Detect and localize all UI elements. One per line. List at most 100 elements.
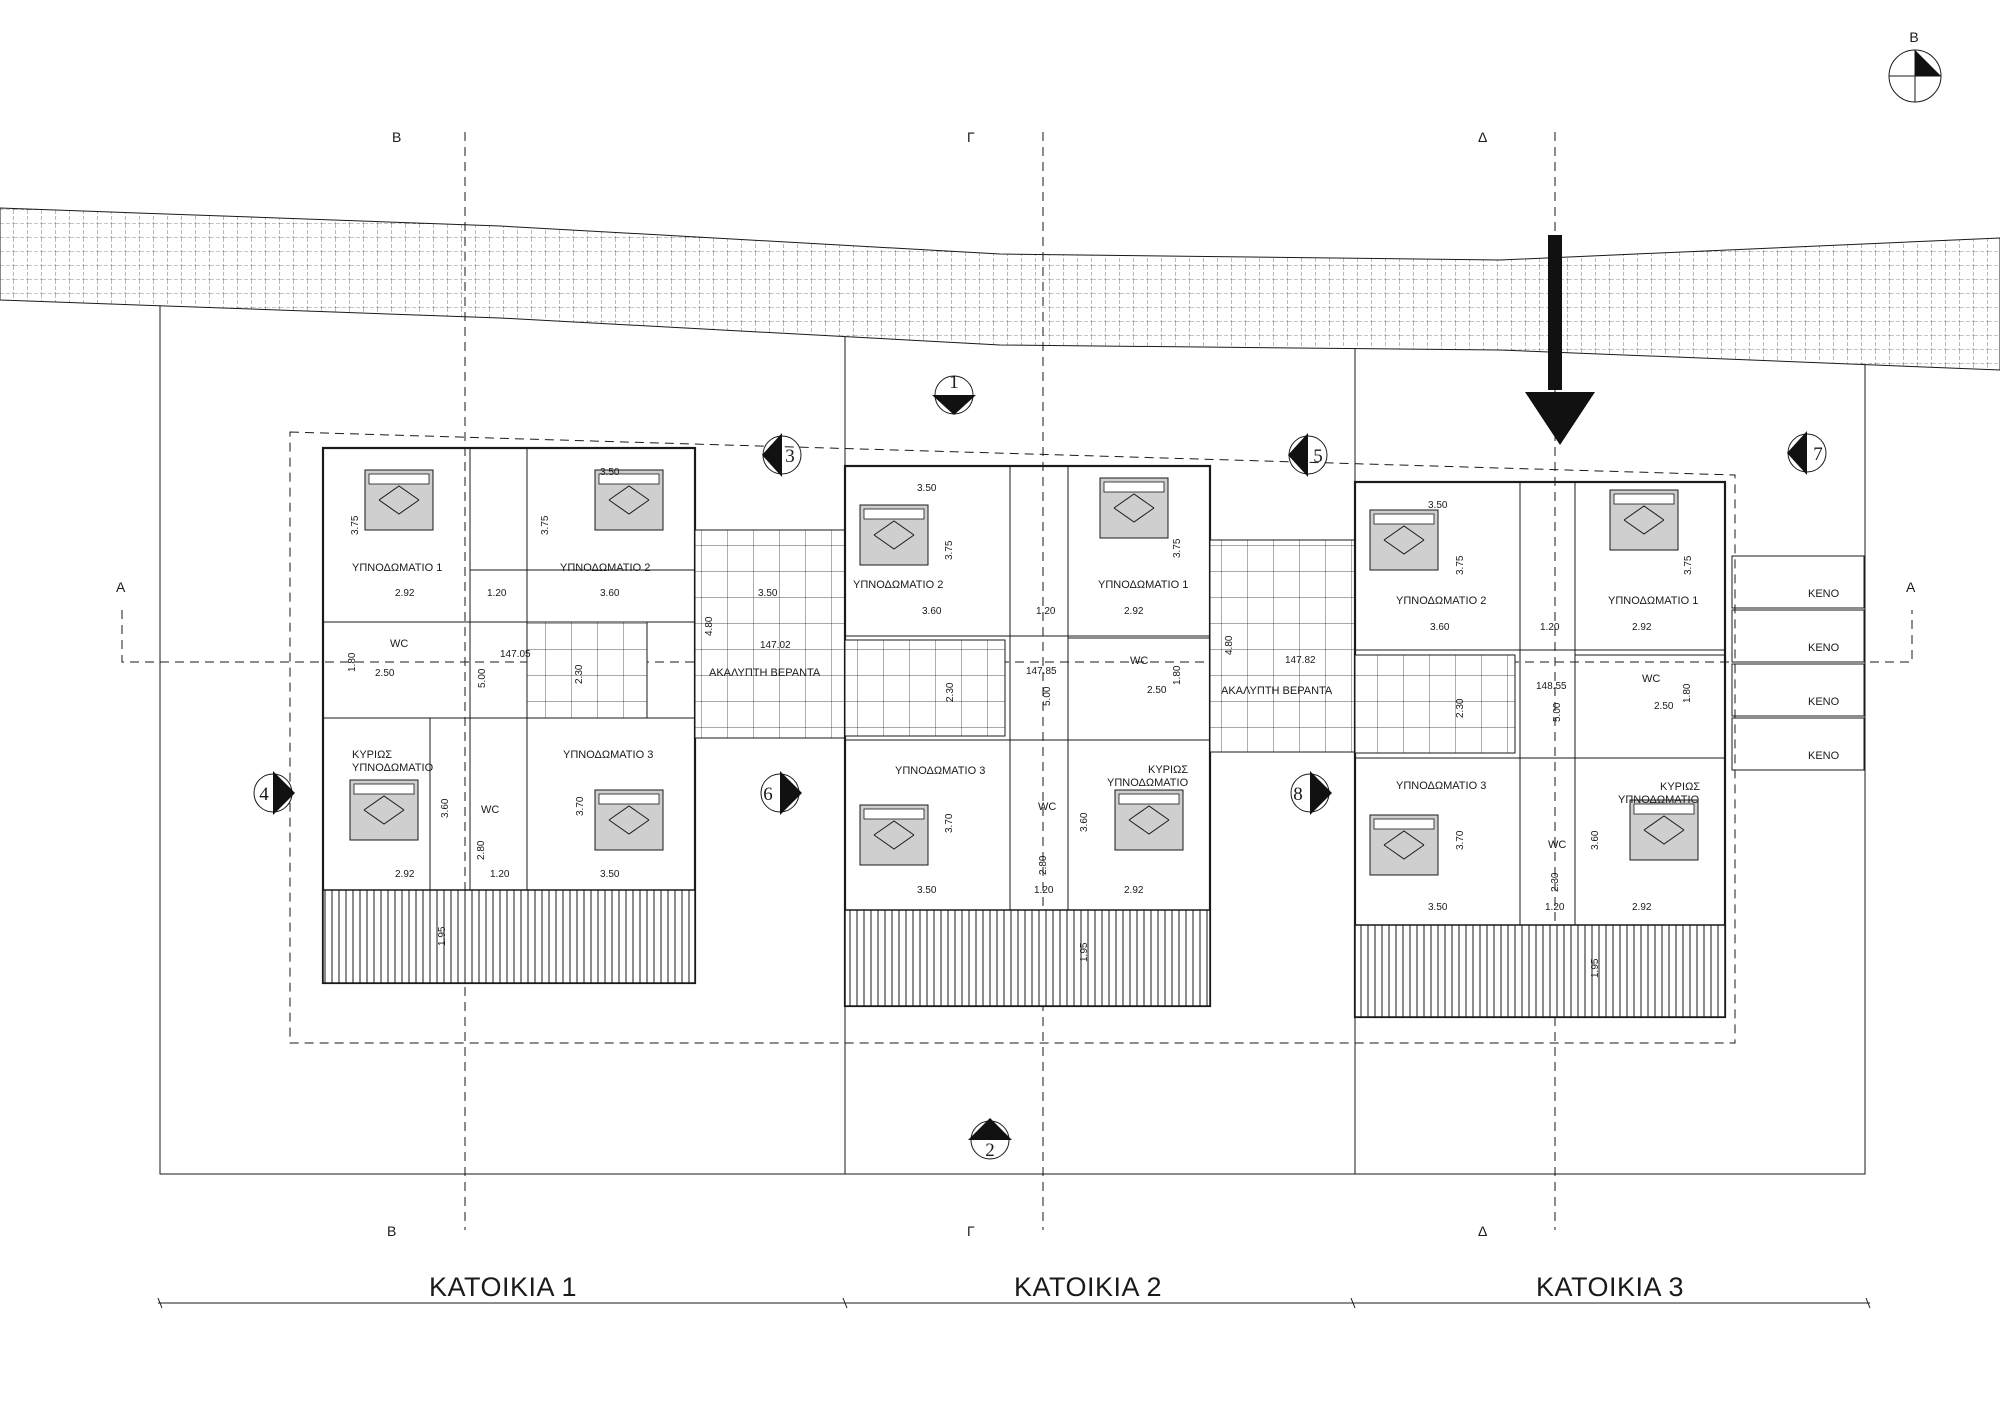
svg-text:2: 2 <box>985 1140 995 1161</box>
unit-3-dim-garden: 1.95 <box>1590 958 1601 978</box>
unit-3-dim-b3-height: 3.70 <box>1455 830 1466 850</box>
unit-3-bedroom-1: ΥΠΝΟΔΩΜΑΤΙΟ 1 <box>1608 595 1698 607</box>
section-label-a-right: Α <box>1906 579 1916 595</box>
unit-1-dim-b3-height: 3.70 <box>575 796 586 816</box>
unit-1-dim-veranda-depth: 4.80 <box>704 616 715 636</box>
unit-3-plan <box>1353 480 1865 1019</box>
unit-2-dim-master-height: 3.60 <box>1079 812 1090 832</box>
unit-1-dim-corridor: 1.20 <box>487 588 507 599</box>
unit-1-title: ΚΑΤΟΙΚΙΑ 1 <box>429 1272 577 1302</box>
elevation-marker-7: 7 <box>1787 431 1827 475</box>
section-label-d-bottom: Δ <box>1478 1223 1487 1239</box>
unit-2-dim-garden: 1.95 <box>1079 942 1090 962</box>
svg-text:1: 1 <box>949 372 959 393</box>
unit-3-void-4: ΚΕΝΟ <box>1808 750 1840 762</box>
unit-3-dim-corridor: 1.20 <box>1540 622 1560 633</box>
unit-3-void-3: ΚΕΝΟ <box>1808 696 1840 708</box>
unit-3-dim-b2-height: 3.75 <box>1455 555 1466 575</box>
unit-3-void-1: ΚΕΝΟ <box>1808 588 1840 600</box>
unit-2-dim-b2-top: 3.50 <box>917 483 937 494</box>
north-arrow-label: Β <box>1909 29 1918 45</box>
unit-1-master-bedroom-l1: ΚΥΡΙΩΣ <box>352 749 392 761</box>
unit-2-dim-wc2-height: 2.80 <box>1038 855 1049 875</box>
unit-2-level: 147.85 <box>1026 666 1057 677</box>
svg-text:4: 4 <box>259 784 269 805</box>
section-label-g-top: Γ <box>967 129 975 145</box>
elevation-marker-5: 5 <box>1288 433 1328 477</box>
unit-1-dim-wc-height: 1.80 <box>347 652 358 672</box>
svg-text:5: 5 <box>1313 446 1323 467</box>
elevation-marker-2: 2 <box>968 1118 1012 1161</box>
unit-3-dim-master-height: 3.60 <box>1590 830 1601 850</box>
svg-text:7: 7 <box>1813 444 1823 465</box>
unit-3-dim-stair-height: 5.00 <box>1552 702 1563 722</box>
unit-1-veranda-label: ΑΚΑΛΥΠΤΗ ΒΕΡΑΝΤΑ <box>709 667 821 679</box>
unit-1-level: 147.05 <box>500 649 531 660</box>
unit-2-master-bedroom-l1: ΚΥΡΙΩΣ <box>1148 764 1188 776</box>
unit-1-dim-master-height: 3.60 <box>440 798 451 818</box>
svg-text:6: 6 <box>763 784 773 805</box>
section-label-a-left: Α <box>116 579 126 595</box>
unit-2-dim-b3-width: 3.50 <box>917 885 937 896</box>
unit-2-dim-wc-width: 2.50 <box>1147 685 1167 696</box>
unit-1-veranda-level: 147.02 <box>760 640 791 651</box>
unit-2-wc-lower: WC <box>1038 801 1056 813</box>
unit-3-level: 148.55 <box>1536 681 1567 692</box>
unit-1-dim-wc2-width: 1.20 <box>490 869 510 880</box>
unit-1-wc-upper: WC <box>390 638 408 650</box>
unit-1-dim-stair-run: 2.30 <box>574 664 585 684</box>
section-label-b-top: Β <box>392 129 401 145</box>
unit-2-wc-upper: WC <box>1130 655 1148 667</box>
unit-3-dim-b1-height: 3.75 <box>1683 555 1694 575</box>
unit-1-dim-b1-width: 2.92 <box>395 588 415 599</box>
unit-1-bedroom-1: ΥΠΝΟΔΩΜΑΤΙΟ 1 <box>352 562 442 574</box>
unit-1-dim-wc-width: 2.50 <box>375 668 395 679</box>
unit-2-dim-b1-height: 3.75 <box>1172 538 1183 558</box>
elevation-marker-4: 4 <box>253 771 295 815</box>
unit-1-dim-b2-top: 3.50 <box>600 467 620 478</box>
unit-1-master-bedroom-l2: ΥΠΝΟΔΩΜΑΤΙΟ <box>352 762 434 774</box>
unit-3-dim-wc2-width: 1.20 <box>1545 902 1565 913</box>
unit-2-dim-wc-height: 1.80 <box>1172 665 1183 685</box>
unit-2-dim-corridor: 1.20 <box>1036 606 1056 617</box>
unit-1-dim-wc2-height: 2.80 <box>476 840 487 860</box>
unit-2-dim-stair-run: 2.30 <box>945 682 956 702</box>
unit-2-dim-b2-height: 3.75 <box>944 540 955 560</box>
svg-text:8: 8 <box>1293 784 1303 805</box>
unit-2-dim-b2-width: 3.60 <box>922 606 942 617</box>
unit-1-dim-b2-width: 3.60 <box>600 588 620 599</box>
unit-2-bedroom-3: ΥΠΝΟΔΩΜΑΤΙΟ 3 <box>895 765 985 777</box>
unit-3-wc-upper: WC <box>1642 673 1660 685</box>
unit-3-dim-wc2-height: 2.30 <box>1550 872 1561 892</box>
title-baseline <box>157 1297 1871 1309</box>
section-label-b-bottom: Β <box>387 1223 396 1239</box>
entrance-arrow <box>1525 235 1595 445</box>
unit-2-dim-master-width: 2.92 <box>1124 885 1144 896</box>
unit-1-dim-b3-width: 3.50 <box>600 869 620 880</box>
unit-1-bedroom-2: ΥΠΝΟΔΩΜΑΤΙΟ 2 <box>560 562 650 574</box>
unit-1-bedroom-3: ΥΠΝΟΔΩΜΑΤΙΟ 3 <box>563 749 653 761</box>
elevation-marker-8: 8 <box>1290 771 1332 815</box>
unit-2-dim-veranda-depth: 4.80 <box>1224 635 1235 655</box>
unit-2-dim-b3-height: 3.70 <box>944 813 955 833</box>
unit-3-bedroom-3: ΥΠΝΟΔΩΜΑΤΙΟ 3 <box>1396 780 1486 792</box>
unit-3-wc-lower: WC <box>1548 839 1566 851</box>
unit-3-dim-wc-width: 2.50 <box>1654 701 1674 712</box>
unit-2-master-bedroom-l2: ΥΠΝΟΔΩΜΑΤΙΟ <box>1107 777 1189 789</box>
unit-3-dim-wc-height: 1.80 <box>1682 683 1693 703</box>
void-strips <box>1731 555 1865 771</box>
section-label-g-bottom: Γ <box>967 1223 975 1239</box>
unit-3-dim-stair-run: 2.30 <box>1455 698 1466 718</box>
elevation-marker-6: 6 <box>760 771 802 815</box>
unit-3-title: ΚΑΤΟΙΚΙΑ 3 <box>1536 1272 1684 1302</box>
site-boundary <box>159 295 1866 1175</box>
unit-1-dim-b1-height: 3.75 <box>350 515 361 535</box>
unit-1-plan <box>321 446 846 985</box>
unit-3-void-2: ΚΕΝΟ <box>1808 642 1840 654</box>
unit-3-dim-b1-width: 2.92 <box>1632 622 1652 633</box>
unit-3-dim-b2-top: 3.50 <box>1428 500 1448 511</box>
svg-text:3: 3 <box>785 446 795 467</box>
elevation-marker-3: 3 <box>762 433 802 477</box>
unit-3-dim-master-width: 2.92 <box>1632 902 1652 913</box>
